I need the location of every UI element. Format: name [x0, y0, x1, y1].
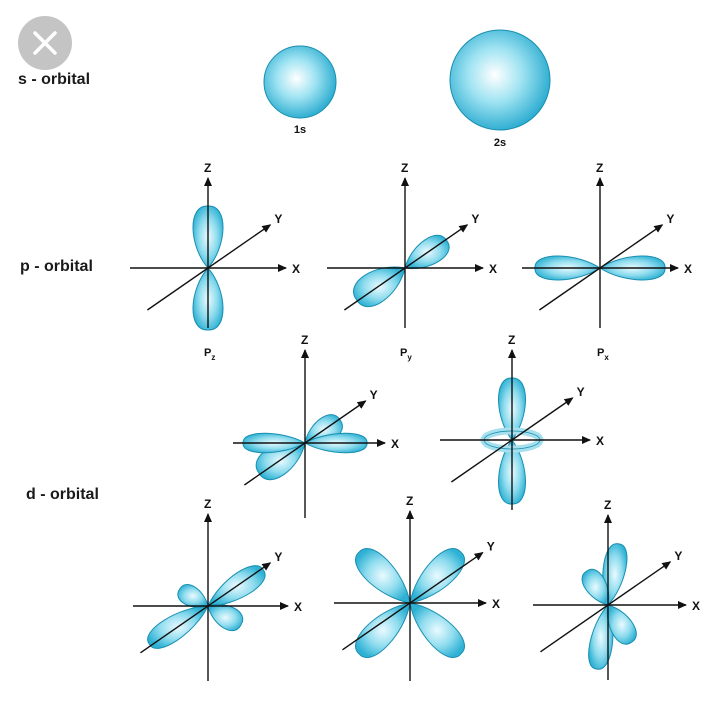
z-axis-label: Z [406, 494, 413, 508]
y-axis-label: Y [674, 549, 682, 563]
close-button[interactable] [18, 16, 72, 70]
z-axis-label: Z [596, 161, 603, 175]
orbital-pz-label: Pz [204, 347, 215, 362]
d-orbital-label: d - orbital [26, 486, 99, 503]
lobe [207, 604, 244, 632]
y-axis-label: Y [577, 385, 585, 399]
z-axis-label: Z [301, 333, 308, 347]
y-axis-label: Y [274, 212, 282, 226]
x-axis-label: X [489, 262, 497, 276]
orbital-d-yz: X Z Y [133, 497, 302, 681]
x-axis-label: X [596, 434, 604, 448]
x-axis-label: X [684, 262, 692, 276]
lobe [355, 602, 411, 658]
y-axis [450, 397, 574, 483]
y-axis [243, 400, 367, 486]
orbital-1s-label: 1s [294, 124, 306, 136]
z-axis-label: Z [508, 333, 515, 347]
orbital-2s: 2s [449, 29, 551, 149]
x-axis-label: X [294, 600, 302, 614]
p-orbital-label: p - orbital [20, 258, 93, 275]
x-axis-label: X [692, 599, 700, 613]
y-axis [146, 224, 272, 311]
s-orbital-label: s - orbital [18, 71, 91, 88]
orbital-dxy: X Z Y [334, 494, 500, 681]
z-axis-label: Z [401, 161, 408, 175]
orbital-pz: X Z Y [130, 161, 300, 331]
y-axis [343, 224, 469, 311]
z-axis-label: Z [204, 497, 211, 511]
y-axis [140, 562, 272, 654]
orbital-dz2: X Z Y [440, 333, 604, 510]
y-axis [538, 224, 664, 311]
lobe [355, 548, 411, 604]
lobe [177, 584, 209, 608]
y-axis-label: Y [370, 388, 378, 402]
y-axis-label: Y [274, 550, 282, 564]
lobe [606, 604, 637, 645]
z-axis-label: Z [604, 498, 611, 512]
orbital-py-label: Py [400, 347, 412, 362]
y-axis-label: Y [471, 212, 479, 226]
lobe [409, 602, 465, 658]
y-axis-label: Y [487, 540, 495, 554]
x-axis-label: X [391, 437, 399, 451]
y-axis-label: Y [666, 212, 674, 226]
y-axis [540, 561, 672, 653]
orbital-py: X Z Y [327, 161, 497, 328]
lobe [409, 548, 465, 604]
close-icon [33, 31, 57, 55]
orbital-d-xz: X Z Y [533, 498, 700, 680]
orbital-1s: 1s [263, 45, 337, 136]
x-axis-label: X [292, 262, 300, 276]
orbital-2s-label: 2s [494, 137, 506, 149]
x-axis-label: X [492, 597, 500, 611]
orbital-d-planar: X Z Y [233, 333, 399, 518]
orbital-px: X Z Y [522, 161, 692, 328]
y-axis [342, 552, 484, 651]
orbital-px-label: Px [597, 347, 609, 362]
z-axis-label: Z [204, 161, 211, 175]
